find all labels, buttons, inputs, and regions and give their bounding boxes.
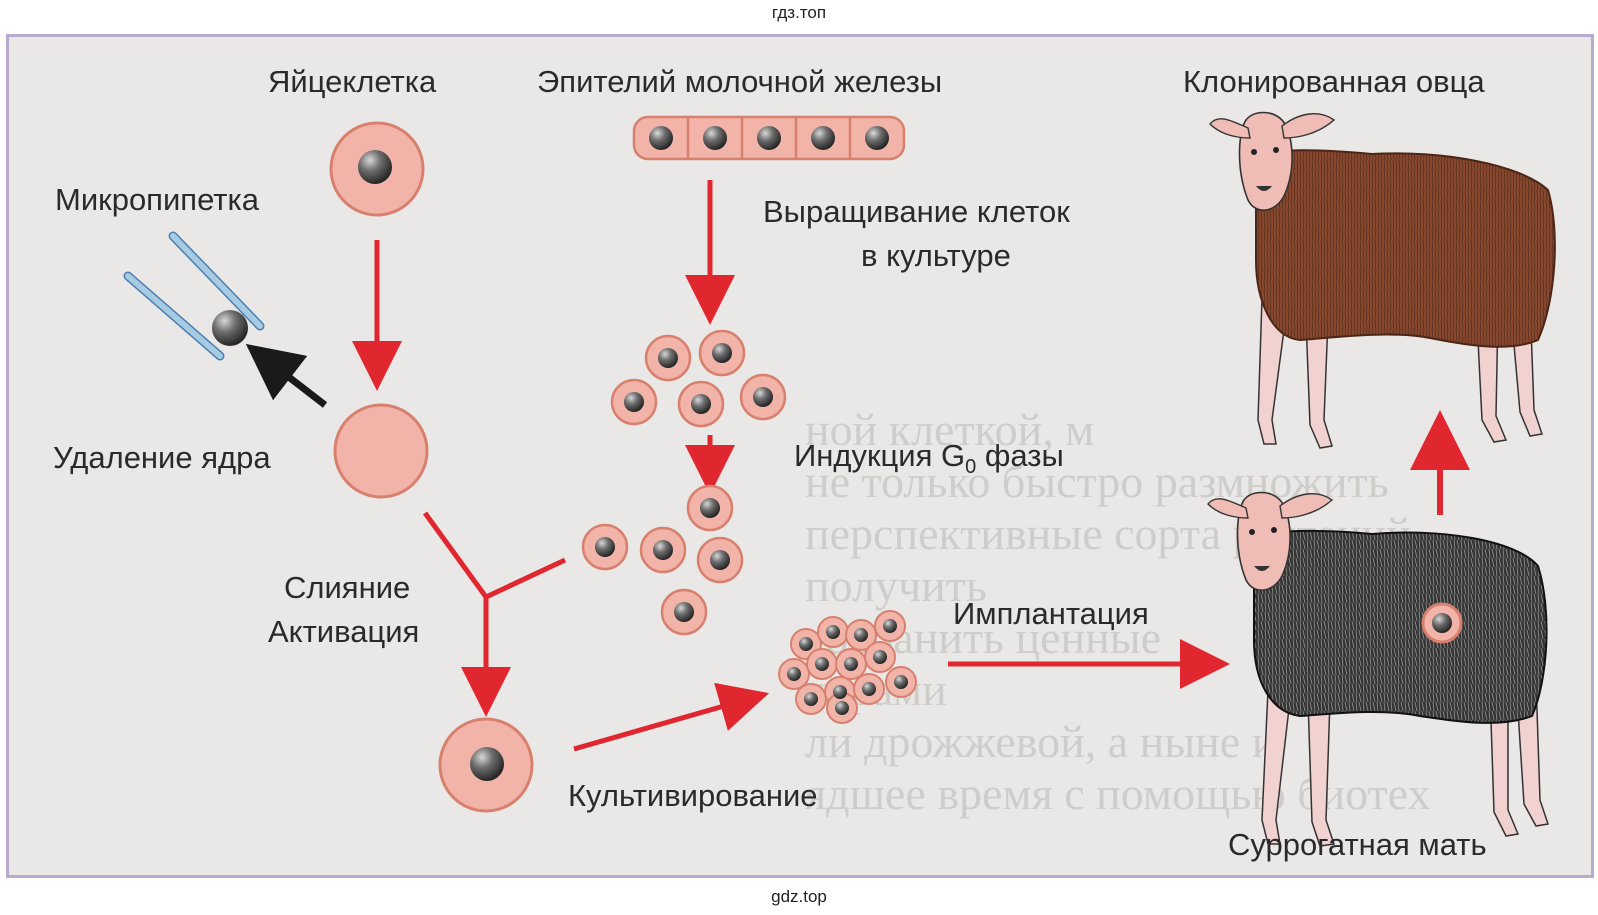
watermark-bottom: gdz.top <box>771 887 827 906</box>
label-micropipette: Микропипетка <box>55 182 259 217</box>
arrow-black <box>245 343 328 408</box>
label-induction: Индукция G0 фазы <box>794 438 1064 479</box>
label-cultivation: Культивирование <box>568 778 818 813</box>
cloned-sheep-icon <box>1209 111 1556 449</box>
label-surrogate: Суррогатная мать <box>1228 827 1487 862</box>
embryo-cluster <box>778 610 917 724</box>
background-text-line: ной клеткой, м <box>805 404 1095 455</box>
label-culture-line2: в культуре <box>861 238 1011 273</box>
micropipette-icon <box>123 231 265 361</box>
label-activation: Активация <box>268 614 420 649</box>
label-cloned-sheep: Клонированная овца <box>1183 64 1485 99</box>
background-text-line: получить <box>805 560 987 611</box>
nucleus-icon <box>470 747 504 781</box>
enucleated-egg <box>333 403 429 499</box>
label-fusion: Слияние <box>284 570 411 605</box>
background-text-line: ли дрожжевой, а ныне и <box>805 716 1277 767</box>
arrow-right <box>573 682 770 752</box>
egg-cell <box>329 121 425 217</box>
nucleus-icon <box>358 150 392 184</box>
label-egg-cell: Яйцеклетка <box>268 64 437 99</box>
fusion-connector <box>422 511 567 717</box>
cultured-cells <box>610 329 787 428</box>
reconstructed-egg <box>438 717 534 813</box>
label-implantation: Имплантация <box>953 596 1149 631</box>
label-epithelium: Эпителий молочной железы <box>537 64 943 99</box>
nucleus-icon <box>212 310 248 346</box>
label-enucleation: Удаление ядра <box>53 440 271 475</box>
nucleus-icon <box>1432 613 1452 633</box>
watermark-top: гдз.топ <box>771 3 827 22</box>
label-culture-line1: Выращивание клеток <box>763 194 1070 229</box>
surrogate-sheep-icon <box>1207 491 1549 847</box>
epithelium-cells <box>632 115 906 161</box>
